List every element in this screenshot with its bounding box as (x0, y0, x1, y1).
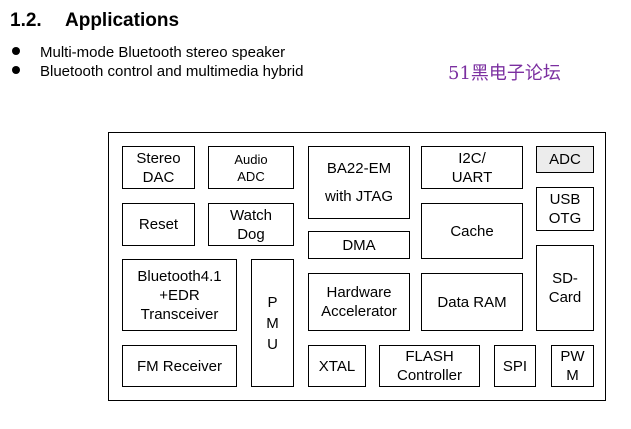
block-flash-controller: FLASH Controller (379, 345, 480, 387)
block-usb-otg: USB OTG (536, 187, 594, 231)
chip-block-diagram (108, 132, 606, 401)
block-sd-card: SD- Card (536, 245, 594, 331)
bullet-icon (12, 66, 20, 74)
block-ba22-em-line1: BA22-EM (326, 160, 392, 178)
block-hardware-accelerator: Hardware Accelerator (308, 273, 410, 331)
block-pmu-letter: P (267, 293, 278, 311)
section-number: 1.2. (10, 10, 42, 31)
block-pmu-letter: M (266, 314, 279, 332)
block-audio-adc: Audio ADC (208, 146, 294, 189)
list-item-text: Multi-mode Bluetooth stereo speaker (40, 44, 286, 61)
block-ba22-em: BA22-EM with JTAG (308, 146, 410, 219)
bullet-icon (12, 47, 20, 55)
block-pmu: P M U (251, 259, 294, 387)
block-adc: ADC (536, 146, 594, 173)
block-dma: DMA (308, 231, 410, 259)
block-xtal: XTAL (308, 345, 366, 387)
list-item: Multi-mode Bluetooth stereo speaker (12, 43, 303, 62)
block-ba22-em-line2: with JTAG (324, 187, 394, 205)
list-item-text: Bluetooth control and multimedia hybrid (40, 63, 304, 80)
block-pmu-letter: U (267, 335, 278, 353)
block-spi: SPI (494, 345, 536, 387)
section-heading: 1.2. Applications (10, 10, 179, 32)
block-fm-receiver: FM Receiver (122, 345, 237, 387)
block-stereo-dac: Stereo DAC (122, 146, 195, 189)
block-pwm: PW M (551, 345, 594, 387)
list-item: Bluetooth control and multimedia hybrid (12, 62, 303, 81)
application-list: Multi-mode Bluetooth stereo speaker Blue… (12, 43, 303, 81)
watermark: 51黑电子论坛 (448, 63, 561, 84)
block-cache: Cache (421, 203, 523, 259)
block-watch-dog: Watch Dog (208, 203, 294, 246)
block-bluetooth-transceiver: Bluetooth4.1 +EDR Transceiver (122, 259, 237, 331)
block-reset: Reset (122, 203, 195, 246)
block-data-ram: Data RAM (421, 273, 523, 331)
section-title: Applications (65, 10, 180, 31)
block-i2c-uart: I2C/ UART (421, 146, 523, 189)
